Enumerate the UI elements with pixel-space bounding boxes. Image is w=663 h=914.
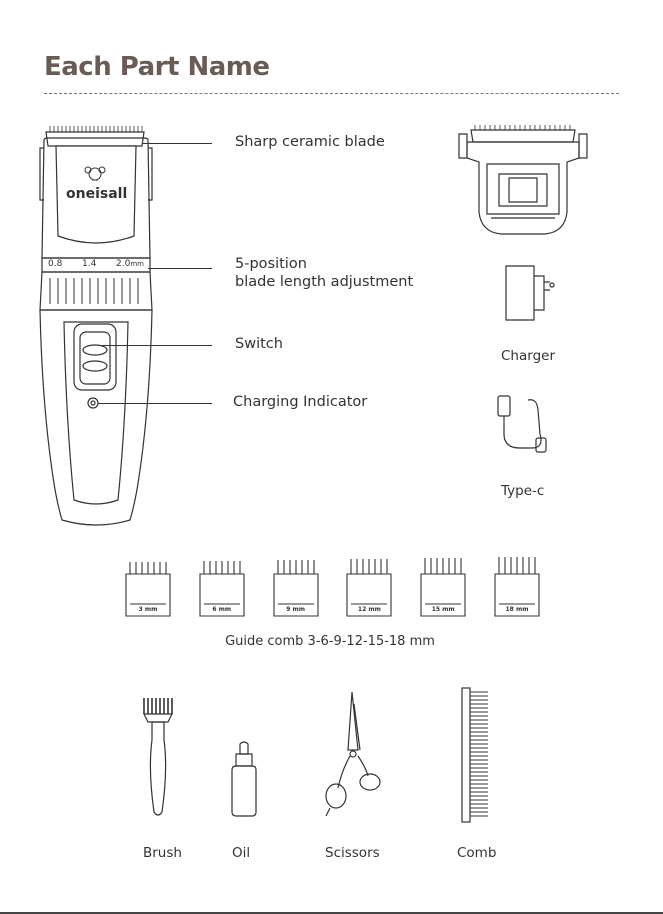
label-indicator: Charging Indicator bbox=[233, 393, 367, 411]
oil-bottle-illustration bbox=[224, 740, 264, 820]
scissors-illustration bbox=[318, 690, 388, 822]
scale-mid: 1.4 bbox=[82, 259, 96, 269]
comb-illustration bbox=[458, 686, 498, 826]
charger-illustration bbox=[496, 262, 566, 326]
label-typec: Type-c bbox=[501, 483, 544, 499]
leader-blade bbox=[142, 143, 212, 144]
brush-illustration bbox=[138, 690, 178, 822]
label-adjust-line1: 5-position bbox=[235, 255, 307, 273]
clipper-brand-logo: oneisall bbox=[66, 186, 126, 202]
leader-switch bbox=[100, 345, 212, 346]
label-charger: Charger bbox=[501, 348, 555, 364]
guide-comb-row: 3 mm 6 mm 9 mm 12 mm 15 mm 18 mm bbox=[120, 560, 545, 626]
label-brush: Brush bbox=[143, 845, 182, 861]
blade-length-scale: 0.8 1.4 2.0mm bbox=[48, 259, 144, 269]
guide-comb-caption: Guide comb 3-6-9-12-15-18 mm bbox=[200, 634, 460, 649]
guide-comb-18mm: 18 mm bbox=[489, 560, 545, 622]
guide-comb-15mm: 15 mm bbox=[415, 560, 471, 622]
guide-comb-12mm: 12 mm bbox=[341, 560, 397, 622]
blade-head-illustration bbox=[455, 122, 595, 240]
label-comb: Comb bbox=[457, 845, 496, 861]
guide-comb-3mm: 3 mm bbox=[120, 560, 176, 622]
guide-comb-6mm: 6 mm bbox=[194, 560, 250, 622]
scale-min: 0.8 bbox=[48, 259, 62, 269]
label-oil: Oil bbox=[232, 845, 250, 861]
label-scissors: Scissors bbox=[325, 845, 380, 861]
typec-cable-illustration bbox=[490, 390, 560, 460]
guide-comb-9mm: 9 mm bbox=[268, 560, 324, 622]
label-switch: Switch bbox=[235, 335, 283, 353]
scale-max: 2.0mm bbox=[116, 259, 144, 269]
leader-indicator bbox=[98, 403, 212, 404]
label-adjust-line2: blade length adjustment bbox=[235, 273, 413, 291]
label-blade: Sharp ceramic blade bbox=[235, 133, 385, 151]
leader-adjust bbox=[148, 268, 212, 269]
